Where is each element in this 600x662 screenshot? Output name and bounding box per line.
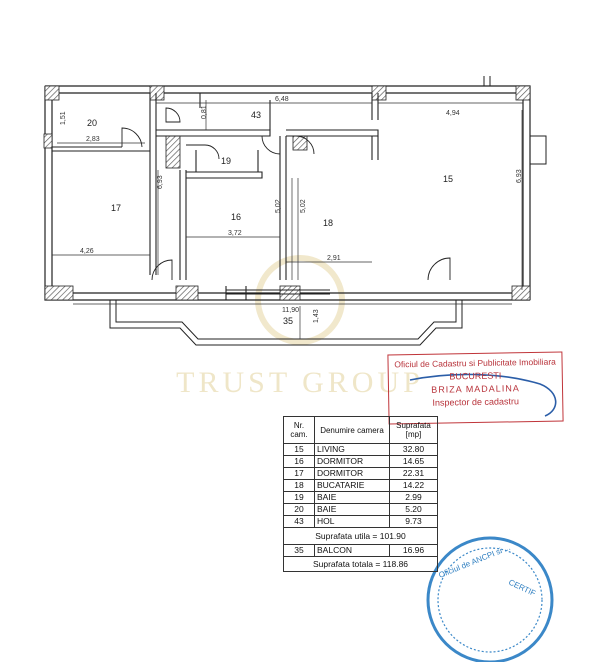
row-area: 32.80 [389,443,438,456]
row-area: 9.73 [389,515,438,528]
header-denumire: Denumire camera [314,416,390,444]
dim-3-72: 3,72 [228,230,242,237]
outer-walls [44,85,531,301]
table-row-balcony: 35 BALCON 16.96 [283,544,438,557]
table-row: 17 DORMITOR 22.31 [283,467,438,480]
room-number-35: 35 [283,316,293,326]
table-row: 20 BAIE 5.20 [283,503,438,516]
dim-4-26: 4,26 [80,248,94,255]
dim-6-93-left: 6,93 [157,175,164,189]
table-header-row: Nr. cam. Denumire camera Suprafata [mp] [283,416,438,444]
row-area: 5.20 [389,503,438,516]
wall-columns [43,85,531,301]
header-nr: Nr. cam. [283,416,315,444]
room-number-15: 15 [443,174,453,184]
total-area-row: Suprafata totala = 118.86 [283,556,438,572]
row-nr: 19 [283,491,315,504]
row-name: BAIE [314,503,390,516]
dim-4-94: 4,94 [446,110,460,117]
dim-0-81: 0,81 [201,105,208,119]
row-area: 14.22 [389,479,438,492]
watermark-text: TRUST GROUP [176,366,424,399]
row-name: BUCATARIE [314,479,390,492]
room-number-18: 18 [323,218,333,228]
util-area-row: Suprafata utila = 101.90 [283,527,438,545]
row-nr: 15 [283,443,315,456]
balcony-outline [109,289,463,346]
table-row: 19 BAIE 2.99 [283,491,438,504]
row-nr: 18 [283,479,315,492]
table-row: 43 HOL 9.73 [283,515,438,528]
room-number-19: 19 [221,156,231,166]
dim-2-91: 2,91 [327,255,341,262]
util-area: Suprafata utila = 101.90 [283,527,438,545]
row-nr: 35 [283,544,315,557]
dim-11-90: 11,90 [282,307,299,314]
dim-6-93-right: 6,93 [516,169,523,183]
dim-5-02-right: 5,02 [300,199,307,213]
dimension-lines [52,100,523,339]
header-suprafata: Suprafata [mp] [389,416,438,444]
table-row: 16 DORMITOR 14.65 [283,455,438,468]
row-area: 16.96 [389,544,438,557]
row-name: BAIE [314,491,390,504]
room-number-43: 43 [251,110,261,120]
signature-scribble [409,373,557,417]
outer-pillar [529,135,547,165]
dim-1-43: 1,43 [313,309,320,323]
stamp-line-4: Inspector de cadastru [432,396,520,408]
row-nr: 16 [283,455,315,468]
dim-5-02-left: 5,02 [275,199,282,213]
seal-text: Oficiul de ANCPI si ... [437,543,511,580]
row-name: BALCON [314,544,390,557]
room-number-16: 16 [231,212,241,222]
dim-6-48: 6,48 [275,96,289,103]
row-area: 14.65 [389,455,438,468]
row-area: 22.31 [389,467,438,480]
total-area: Suprafata totala = 118.86 [283,556,438,572]
cadastre-stamp: Oficiul de Cadastru si Publicitate Imobi… [387,351,564,425]
door-swings [121,107,451,281]
row-name: DORMITOR [314,455,390,468]
room-number-20: 20 [87,118,97,128]
row-name: LIVING [314,443,390,456]
row-name: HOL [314,515,390,528]
row-nr: 20 [283,503,315,516]
row-area: 2.99 [389,491,438,504]
certification-seal: Oficiul de ANCPI si ... CERTIF [426,536,554,662]
table-row: 15 LIVING 32.80 [283,443,438,456]
row-nr: 17 [283,467,315,480]
seal-text-2: CERTIF [507,578,537,598]
table-row: 18 BUCATARIE 14.22 [283,479,438,492]
room-number-17: 17 [111,203,121,213]
interior-walls [52,93,379,300]
row-name: DORMITOR [314,467,390,480]
row-nr: 43 [283,515,315,528]
room-areas-table: Nr. cam. Denumire camera Suprafata [mp] … [283,416,438,572]
dim-2-83: 2,83 [86,136,100,143]
dim-1-51: 1,51 [60,111,67,125]
